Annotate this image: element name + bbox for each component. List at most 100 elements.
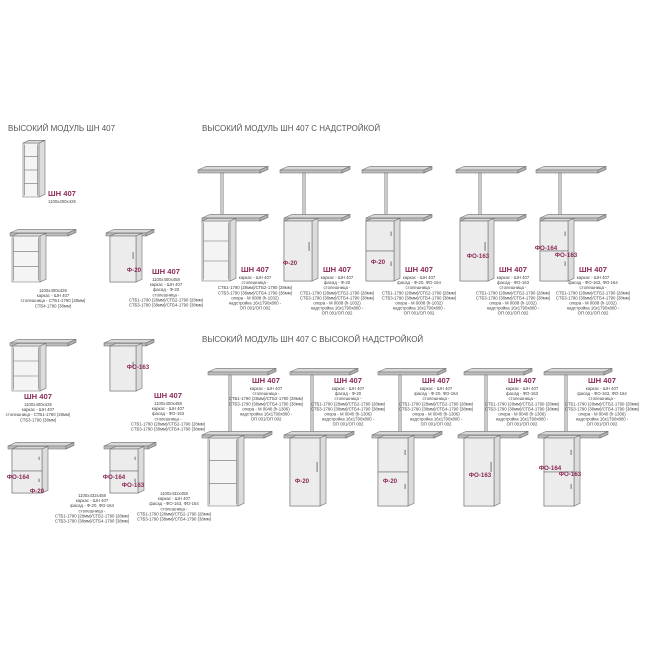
label-l4-desc-0: 1100х400х426 <box>24 402 52 407</box>
label-l6-desc-2: фасад - Ф-20, ФО-164 <box>70 503 114 508</box>
label-l5-desc-2: фасад - ФО-163 <box>152 411 185 416</box>
bt3-superstructure-edge <box>377 371 439 376</box>
up2-superstructure-end <box>341 165 351 174</box>
up3-tabletop-face <box>365 214 433 219</box>
up3-cab-top <box>365 218 401 222</box>
bt3-door-a-panel <box>377 437 409 473</box>
title-left: ВЫСОКИЙ МОДУЛЬ ШН 407 <box>8 124 116 133</box>
up4-superstructure-end <box>517 165 527 174</box>
label-u2-desc-3: СТБ1-1790 (28мм)/СТБ2-1790 (28мм) <box>300 290 375 295</box>
label-b2-desc-2: столешница - <box>335 396 363 401</box>
label-l6-desc-0: 1100х432х458 <box>78 493 106 498</box>
up5-door-a-panel <box>539 220 569 252</box>
label-b1-name: ШН 407 <box>252 376 280 385</box>
bt1-superstructure-end <box>267 367 277 376</box>
bt5-tag-fo163: ФО-163 <box>559 471 582 478</box>
label-u2-desc-4: СТБ3-1790 (38мм)/СТБ4-1790 (38мм) <box>300 295 375 300</box>
bt3-door-b <box>377 471 409 507</box>
label-u1-desc-3: СТБ3-1790 (38мм)/СТБ4-1790 (38мм) <box>218 290 293 295</box>
bt2-cab-side <box>319 434 327 507</box>
tag-l5-fo163: ФО-163 <box>127 364 150 371</box>
bt4-superstructure-end <box>523 367 533 376</box>
up3-door-b-handle <box>390 261 392 266</box>
up1-superstructure <box>197 165 269 174</box>
up2-superstructure-edge <box>279 169 343 174</box>
bt5-tag-fo164: ФО-164 <box>539 465 562 472</box>
up2-door <box>283 220 313 282</box>
label-l7-desc-4: СТБ1-1790 (28мм)/СТБ2-1790 (28мм) <box>137 511 212 516</box>
up3-superstructure <box>361 165 433 174</box>
bt3-superstructure-end <box>437 367 447 376</box>
label-l3-desc-0: 1100х400х458 <box>152 277 180 282</box>
label-l3-desc-2: фасад - Ф-20 <box>153 287 180 292</box>
bt1-superstructure-edge <box>207 371 269 376</box>
up4-door <box>459 220 489 282</box>
label-b1-desc-0: каркас - ШН 407 <box>250 386 283 391</box>
label-u5-desc-6: надстройка 16х1790х800 - <box>567 306 620 311</box>
furniture-drawings <box>7 139 613 507</box>
label-l1-desc-0: 1100х400х426 <box>48 199 76 204</box>
label-l5-desc-4: СТБ1-1790 (28мм)/СТБ2-1790 (28мм) <box>131 421 206 426</box>
label-u1-desc-6: ОП 001/ОП 002 <box>240 306 271 311</box>
up1-tabletop-end <box>259 213 269 222</box>
label-u3-desc-1: фасад - Ф-20, ФО-164 <box>397 280 441 285</box>
door-l3 <box>109 235 137 283</box>
up5-post-bar <box>558 172 562 216</box>
bt5-superstructure-end <box>603 367 613 376</box>
bt3-tabletop-face <box>371 431 443 436</box>
up3-tag-f20: Ф-20 <box>371 259 386 266</box>
label-b3-desc-2: столешница - <box>423 396 451 401</box>
label-b4-desc-0: каркас - ШН 407 <box>506 386 539 391</box>
label-b1-desc-1: столешница - <box>253 391 281 396</box>
label-l3-desc-5: СТБ3-1790 (38мм)/СТБ4-1790 (38мм) <box>129 303 204 308</box>
up2-cab-top <box>283 218 319 222</box>
up4-door-panel <box>459 220 489 282</box>
label-l3-desc-1: каркас - ШН 407 <box>150 282 183 287</box>
up3-post-bar <box>384 172 388 216</box>
label-b2-desc-7: ОП 001/ОП 002 <box>333 422 364 427</box>
cab-l4-front <box>11 345 41 392</box>
bt3-cab-top <box>377 434 415 439</box>
up5-door-b-handle <box>564 261 566 266</box>
label-u4-desc-0: каркас - ШН 407 <box>497 275 530 280</box>
label-u2-desc-5: опора - М 0008 (h-1032) <box>313 301 361 306</box>
label-u2-desc-1: фасад - Ф-20 <box>324 280 351 285</box>
label-b1-desc-2: СТБ1-1790 (28мм)/СТБ2-1790 (28мм) <box>229 396 304 401</box>
label-b4-desc-3: СТБ1-1790 (28мм)/СТБ2-1790 (28мм) <box>485 401 560 406</box>
label-b5-name: ШН 407 <box>588 376 616 385</box>
label-l5-desc-0: 1100х400х458 <box>154 401 182 406</box>
cab-l1 <box>22 139 46 198</box>
bt2-superstructure-edge <box>289 371 351 376</box>
label-b3-desc-6: надстройка 16х1790х800 - <box>410 417 463 422</box>
bt4-door <box>463 437 495 507</box>
bt4-tabletop-end <box>519 430 529 439</box>
label-l7-desc-1: каркас - ШН 407 <box>158 496 191 501</box>
bt2-superstructure-end <box>349 367 359 376</box>
door-l6-b <box>11 470 43 494</box>
up4-superstructure-edge <box>455 169 519 174</box>
cab-l1-top <box>22 140 46 144</box>
up4-tag-fo163: ФО-163 <box>467 253 490 260</box>
label-u5-desc-7: ОП 001/ОП 002 <box>578 311 609 316</box>
bt4-superstructure-edge <box>463 371 525 376</box>
bt4-tabletop-face <box>457 431 529 436</box>
label-b2-desc-3: СТБ1-1790 (28мм)/СТБ2-1790 (28мм) <box>311 401 386 406</box>
label-u5-desc-0: каркас - ШН 407 <box>577 275 610 280</box>
label-b3-desc-1: фасад - Ф-20, ФО-164 <box>414 391 458 396</box>
label-l5-desc-1: каркас - ШН 407 <box>152 406 185 411</box>
label-b2-desc-1: фасад - Ф-20 <box>335 391 362 396</box>
label-l6-desc-3: столешница - <box>79 508 107 513</box>
cab-l2-side <box>39 232 47 283</box>
up2-tabletop-end <box>341 213 351 222</box>
door-l7-b-panel <box>109 470 139 494</box>
label-u1-desc-5: надстройка 16х1790х800 - <box>229 301 282 306</box>
cab-l4-side <box>39 342 47 392</box>
bt1-superstructure <box>207 367 277 376</box>
label-u1-name: ШН 407 <box>241 265 269 274</box>
door-l5-handle <box>132 361 134 369</box>
bt4-cab-side <box>493 434 501 507</box>
label-l2-desc-0: 1100х400х426 <box>39 288 67 293</box>
label-u4-desc-6: надстройка 16х1790х800 - <box>487 306 540 311</box>
